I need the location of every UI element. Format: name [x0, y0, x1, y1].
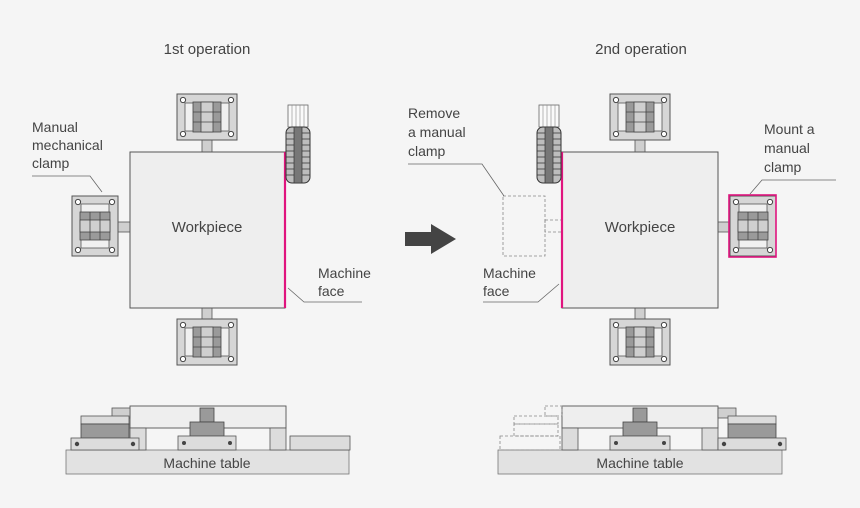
right-manual-clamp — [729, 195, 777, 257]
right-arrow-icon — [405, 224, 456, 254]
machine-table-label-right: Machine table — [596, 455, 683, 471]
face-mill-cutter-icon-right — [536, 104, 562, 184]
machine-table-right — [497, 449, 783, 475]
mount-leader — [749, 179, 836, 195]
workpiece-label: Workpiece — [172, 219, 243, 236]
machine-face-leader — [287, 287, 362, 303]
machine-face-label-right-2: face — [483, 283, 510, 299]
machine-table-left — [65, 449, 350, 475]
mount-label-2: manual — [764, 140, 810, 156]
face-mill-cutter-icon — [285, 104, 311, 184]
removed-clamp-side — [499, 405, 563, 451]
left-manual-clamp — [71, 195, 119, 257]
machine-face-label-1: Machine — [318, 265, 371, 281]
manual-clamp-label-1: Manual — [32, 119, 78, 135]
remove-leader — [408, 163, 505, 197]
manual-clamp-label-2: mechanical — [32, 137, 103, 153]
mounted-clamp-highlight — [728, 194, 777, 258]
workpiece-label-right: Workpiece — [605, 219, 676, 236]
remove-label-1: Remove — [408, 105, 460, 121]
manual-clamp-label-3: clamp — [32, 155, 70, 171]
machine-face-label-right-1: Machine — [483, 265, 536, 281]
remove-label-2: a manual — [408, 124, 466, 140]
first-operation-side-view: Machine table — [65, 405, 351, 475]
top-clamp-right — [609, 93, 671, 141]
top-clamp — [176, 93, 238, 141]
machine-face-leader-right — [483, 283, 560, 303]
remove-label-3: clamp — [408, 143, 446, 159]
mount-label-3: clamp — [764, 159, 802, 175]
machine-face-label-2: face — [318, 283, 345, 299]
second-operation-side-view: Machine table — [497, 405, 787, 475]
manual-clamp-leader — [32, 175, 103, 193]
first-operation-top-view: Workpiece Manual mechanical clamp Machin… — [32, 93, 371, 366]
bottom-clamp-right — [609, 318, 671, 366]
second-operation-top-view: Workpiece Remove a manual clamp Machine … — [408, 93, 836, 366]
removed-clamp-outline — [502, 195, 546, 257]
bottom-clamp — [176, 318, 238, 366]
second-operation-title: 2nd operation — [595, 41, 687, 58]
machine-table-label-left: Machine table — [163, 455, 250, 471]
mount-label-1: Mount a — [764, 121, 815, 137]
first-operation-title: 1st operation — [164, 41, 251, 58]
workpiece-right — [561, 151, 719, 309]
